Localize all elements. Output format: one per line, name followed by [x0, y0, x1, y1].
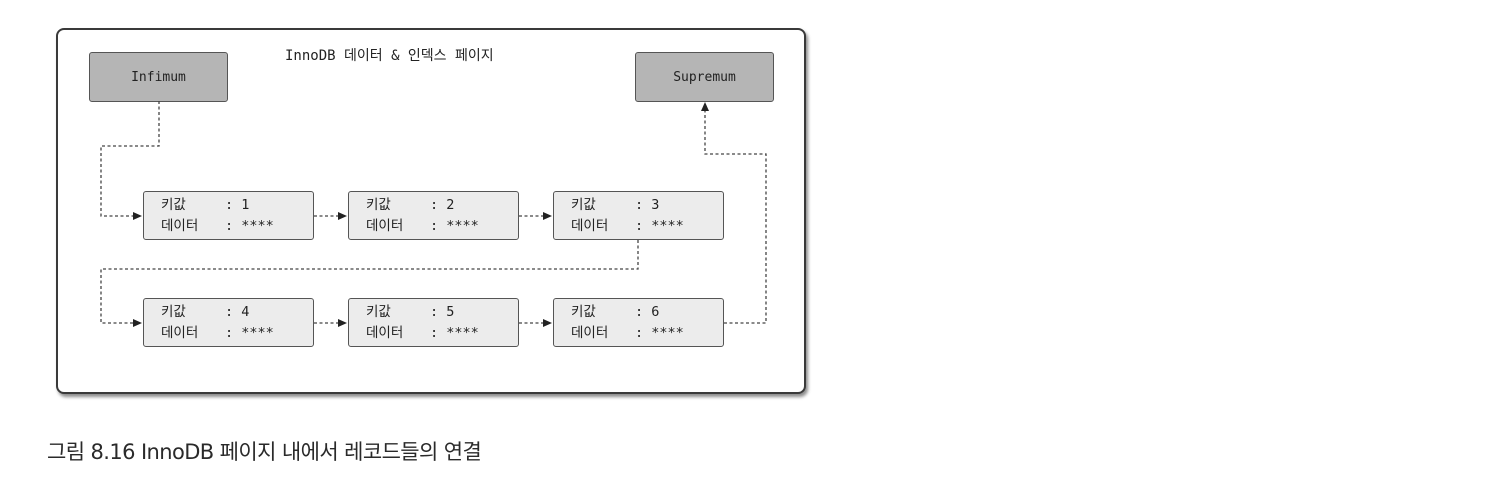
key-label: 키값 — [366, 304, 391, 320]
key-label: 키값 — [571, 304, 596, 320]
supremum-record: Supremum — [635, 52, 774, 102]
record-box: 키값: 4 데이터: **** — [143, 298, 314, 347]
key-value: 4 — [241, 304, 250, 320]
data-label: 데이터 — [366, 218, 404, 234]
data-value: **** — [446, 325, 479, 341]
key-value: 6 — [651, 304, 660, 320]
data-value: **** — [651, 218, 684, 234]
link-record-6-to-supremum — [701, 102, 767, 324]
key-label: 키값 — [366, 197, 391, 213]
data-value: **** — [651, 325, 684, 341]
record-box: 키값: 6 데이터: **** — [553, 298, 724, 347]
key-value: 3 — [651, 197, 660, 213]
record-box: 키값: 3 데이터: **** — [553, 191, 724, 240]
key-value: 2 — [446, 197, 455, 213]
data-label: 데이터 — [571, 325, 609, 341]
key-value: 1 — [241, 197, 250, 213]
record-box: 키값: 2 데이터: **** — [348, 191, 519, 240]
data-label: 데이터 — [571, 218, 609, 234]
key-label: 키값 — [571, 197, 596, 213]
supremum-label: Supremum — [673, 69, 736, 85]
data-value: **** — [241, 325, 274, 341]
key-value: 5 — [446, 304, 455, 320]
record-box: 키값: 1 데이터: **** — [143, 191, 314, 240]
data-label: 데이터 — [161, 325, 199, 341]
data-label: 데이터 — [161, 218, 199, 234]
infimum-label: Infimum — [131, 69, 186, 85]
key-label: 키값 — [161, 304, 186, 320]
link-record-3-to-record-4 — [100, 240, 639, 327]
figure-caption: 그림 8.16 InnoDB 페이지 내에서 레코드들의 연결 — [47, 440, 482, 464]
link-infimum-to-record-1 — [100, 101, 160, 220]
data-value: **** — [446, 218, 479, 234]
data-label: 데이터 — [366, 325, 404, 341]
key-label: 키값 — [161, 197, 186, 213]
page-title: InnoDB 데이터 & 인덱스 페이지 — [285, 48, 494, 64]
record-box: 키값: 5 데이터: **** — [348, 298, 519, 347]
data-value: **** — [241, 218, 274, 234]
